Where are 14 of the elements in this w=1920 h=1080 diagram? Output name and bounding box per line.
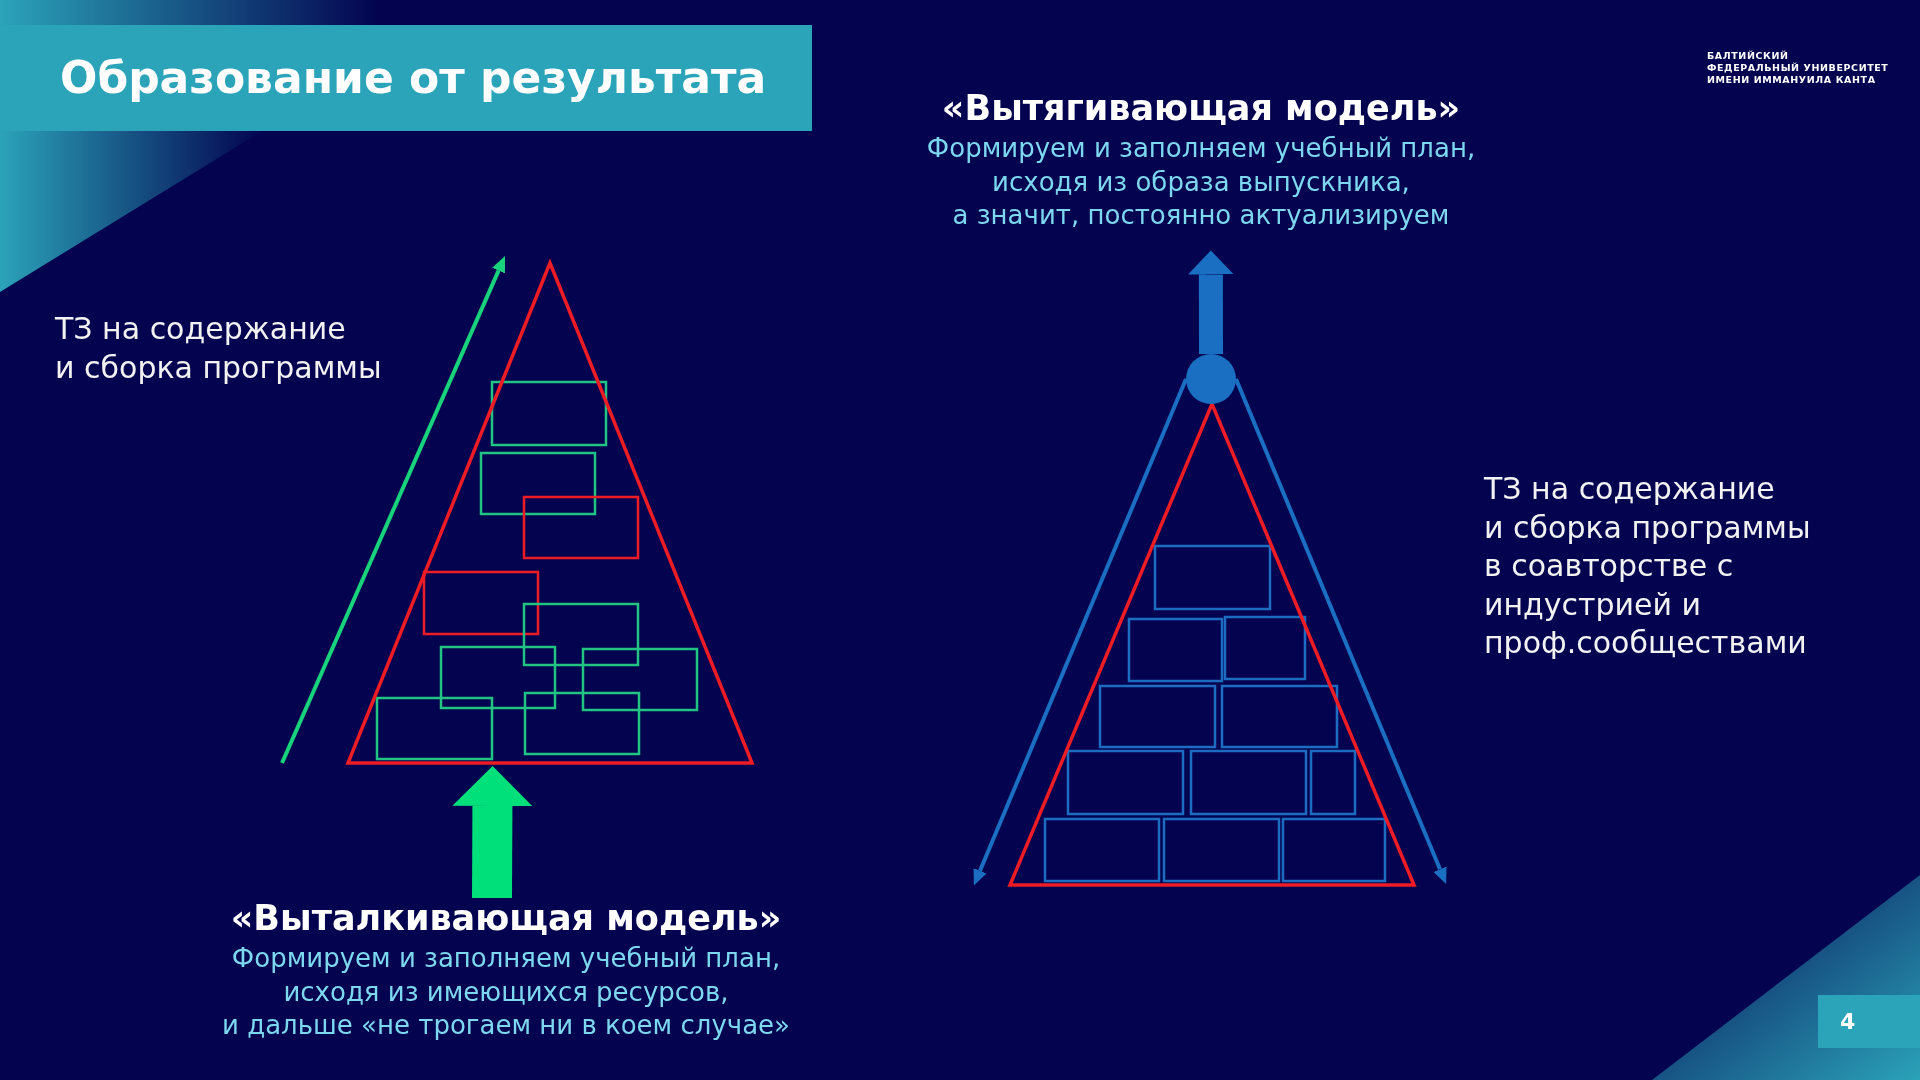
block-arrow — [1187, 250, 1234, 354]
page-number: 4 — [1840, 1008, 1856, 1036]
apex-circle — [1186, 354, 1236, 404]
arrow — [973, 378, 1188, 886]
model-heading: «Вытягивающая модель» — [940, 88, 1462, 128]
model-heading: «Выталкивающая модель» — [229, 898, 783, 938]
university-name: БАЛТИЙСКИЙ ФЕДЕРАЛЬНЫЙ УНИВЕРСИТЕТ ИМЕНИ ИММАНУИЛА КАНТА — [1707, 50, 1889, 86]
model-description: Формируем и заполняем учебный план, исходя из имеющихся ресурсов, и дальше «не трогаем ни в коем случае» — [221, 942, 791, 1042]
annotation-text: ТЗ на содержание и сборка программы в соавторстве с индустрией и проф.сообществами — [1484, 470, 1811, 662]
slide-title: Образование от результата — [60, 52, 767, 104]
arrow — [1234, 378, 1447, 885]
annotation-text: ТЗ на содержание и сборка программы — [55, 310, 382, 387]
model-description: Формируем и заполняем учебный план, исходя из образа выпускника, а значит, постоянно актуализируем — [925, 132, 1477, 232]
block-arrow — [452, 766, 533, 899]
